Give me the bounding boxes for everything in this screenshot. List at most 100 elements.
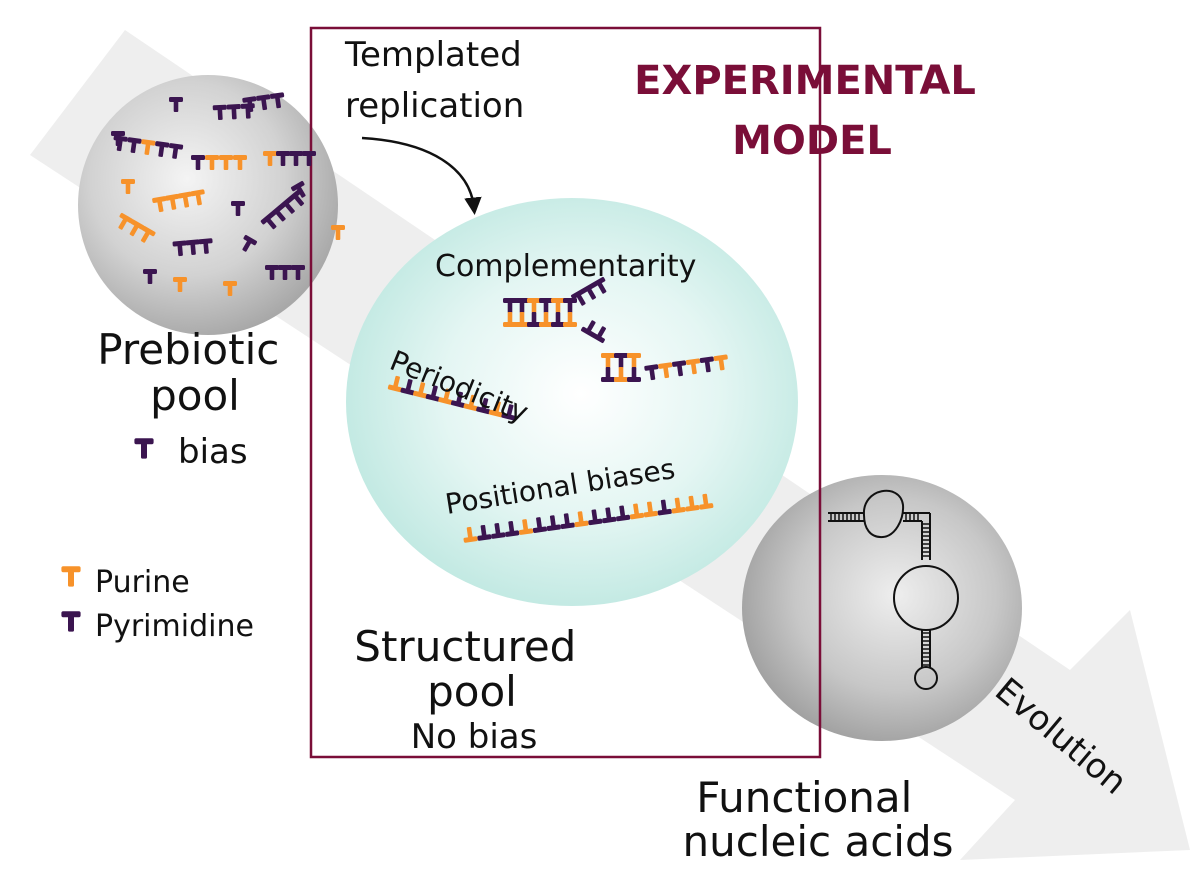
nucleotide-icon <box>477 524 492 541</box>
nucleotide-icon <box>643 501 658 518</box>
nucleotide-icon <box>601 367 615 382</box>
experimental-model-title: EXPERIMENTAL MODEL <box>634 58 990 164</box>
nucleotide-icon <box>270 92 285 109</box>
purine-legend-icon <box>61 566 81 587</box>
nucleotide-icon <box>152 196 167 213</box>
nucleotide-icon <box>143 269 157 284</box>
nucleotide-icon <box>601 353 615 368</box>
nucleotide-icon <box>172 240 187 257</box>
nucleotide-icon <box>546 515 561 532</box>
no-bias-label: No bias <box>411 717 538 757</box>
functional-pool-sphere <box>742 475 1022 741</box>
structured-pool-label: Structured pool <box>354 622 589 716</box>
nucleotide-icon <box>574 511 589 528</box>
nucleotide-icon <box>331 225 345 240</box>
prebiotic-nucleotides <box>111 92 345 296</box>
nucleotide-icon <box>503 312 517 327</box>
prebiotic-pool-sphere <box>78 75 338 335</box>
nucleotide-icon <box>302 151 316 166</box>
nucleotide-icon <box>168 143 184 159</box>
templated-replication-label: Templated replication <box>344 35 533 126</box>
nucleotide-icon <box>657 499 672 516</box>
nucleotide-icon <box>551 312 565 327</box>
nucleotide-icon <box>155 141 170 157</box>
nucleotide-icon <box>260 212 277 230</box>
nucleotide-icon <box>518 519 534 535</box>
nucleotide-icon <box>476 397 491 415</box>
nucleotide-icon <box>551 298 565 313</box>
nucleotide-icon <box>279 197 295 214</box>
nucleotide-icon <box>169 97 183 112</box>
bias-nucleotide-icon <box>134 438 154 459</box>
experimental-model-frame <box>309 26 822 759</box>
curved-arrow-icon <box>361 136 482 215</box>
nucleotide-icon <box>425 385 440 402</box>
nucleotide-icon <box>563 312 577 327</box>
nucleotide-icon <box>614 353 628 368</box>
nucleotide-icon <box>242 234 258 252</box>
nucleotide-icon <box>699 356 714 373</box>
nucleotide-icon <box>532 517 548 533</box>
nucleotide-icon <box>588 509 603 526</box>
nucleotide-icon <box>276 151 290 166</box>
structured-strands <box>387 276 728 543</box>
nucleotide-icon <box>233 155 247 170</box>
structured-pool-sphere <box>346 198 798 606</box>
pyrimidine-legend-icon <box>61 611 81 632</box>
nucleotide-icon <box>269 205 286 222</box>
nucleotide-icon <box>265 265 279 280</box>
nucleotide-icon <box>699 493 714 510</box>
nucleotide-icon <box>463 526 478 543</box>
nucleotide-icon <box>463 394 478 412</box>
nucleotide-icon <box>387 375 402 393</box>
nucleotide-icon <box>672 360 687 377</box>
complementarity-label: Complementarity <box>435 249 696 284</box>
nucleotide-icon <box>256 94 271 111</box>
nucleotide-icon <box>713 354 728 371</box>
nucleotide-icon <box>627 367 641 382</box>
nucleotide-icon <box>614 367 628 382</box>
nucleotide-icon <box>580 320 596 338</box>
nucleotide-icon <box>515 298 529 313</box>
nucleotide-icon <box>503 298 517 313</box>
nucleotide-icon <box>290 180 306 198</box>
nucleotide-icon <box>413 382 428 399</box>
nucleotide-icon <box>212 104 227 121</box>
nucleotide-icon <box>602 507 617 524</box>
nucleotide-icon <box>140 225 156 243</box>
nucleotide-icon <box>198 238 213 254</box>
bias-label: bias <box>178 432 248 472</box>
nucleotide-icon <box>591 276 607 294</box>
nucleotide-icon <box>450 391 466 408</box>
nucleotide-icon <box>644 364 659 381</box>
nucleotide-icon <box>231 201 245 216</box>
prebiotic-pool-label: Prebiotic pool <box>97 325 292 420</box>
nucleotide-icon <box>177 191 192 208</box>
nucleotide-icon <box>515 312 529 327</box>
nucleotide-icon <box>164 193 180 210</box>
nucleotide-icon <box>539 298 553 313</box>
nucleotide-icon <box>505 521 520 537</box>
nucleotide-icon <box>488 401 503 418</box>
nucleotide-icon <box>185 239 200 255</box>
nucleotide-icon <box>291 265 305 280</box>
purine-legend-label: Purine <box>95 565 190 600</box>
nucleotide-icon <box>118 212 134 230</box>
nucleotide-icon <box>263 151 277 166</box>
rna-hairpin-icon <box>828 489 959 690</box>
nucleotide-icon <box>205 155 219 170</box>
functional-nucleic-acids-label: Functional nucleic acids <box>683 773 954 866</box>
nucleotide-icon <box>627 353 641 368</box>
nucleotide-icon <box>121 179 135 194</box>
nucleotide-icon <box>527 312 541 327</box>
nucleotide-icon <box>501 404 516 421</box>
nucleotide-icon <box>141 139 156 156</box>
nucleotide-icon <box>191 155 205 170</box>
nucleotide-icon <box>278 265 292 280</box>
nucleotide-icon <box>219 155 233 170</box>
nucleotide-icon <box>129 219 145 237</box>
pyrimidine-legend-label: Pyrimidine <box>95 609 254 644</box>
nucleotide-icon <box>685 495 700 512</box>
nucleotide-icon <box>400 379 415 396</box>
